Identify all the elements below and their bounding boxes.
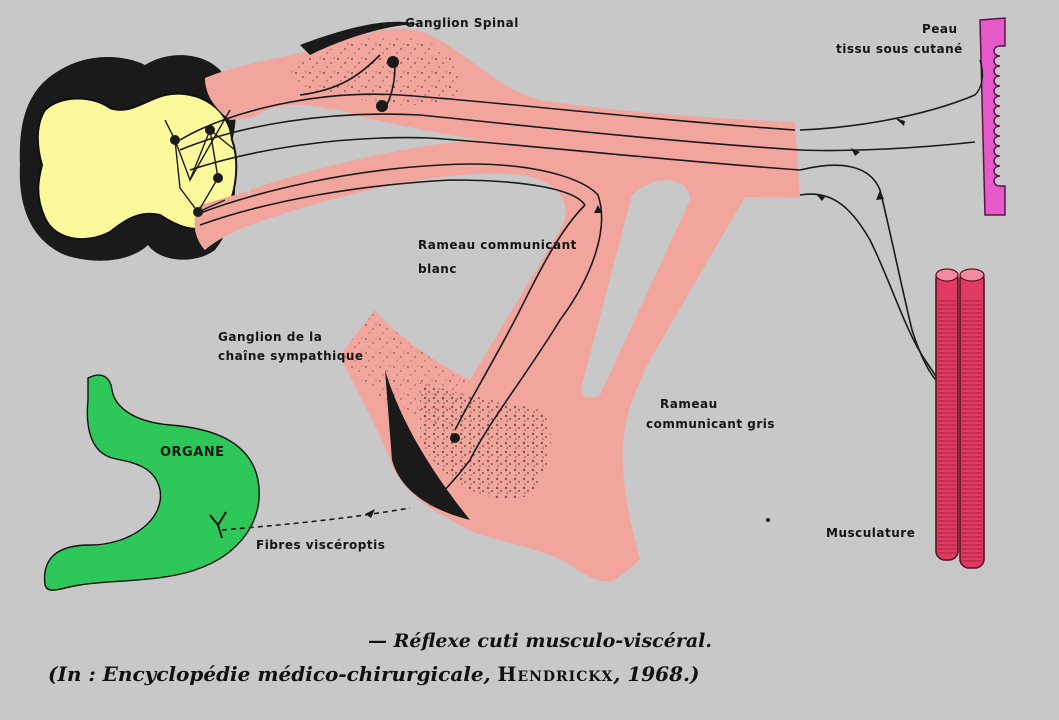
- caption-title: Réflexe cuti musculo-viscéral.: [393, 630, 712, 652]
- caption-year: , 1968.): [613, 662, 700, 686]
- visceral-fiber-arrow: [365, 509, 375, 518]
- fiber-arrows: [594, 118, 905, 213]
- nerve-structure: [194, 21, 801, 582]
- label-rameau-gris-2: communicant gris: [646, 417, 775, 431]
- caption-author: Hendrickx: [497, 662, 614, 686]
- label-ganglion-chaine-2: chaîne sympathique: [218, 349, 364, 363]
- caption-line-2: (In : Encyclopédie médico-chirurgicale, …: [48, 662, 699, 686]
- musculature-fibers: [935, 268, 985, 569]
- label-rameau-blanc-1: Rameau communicant: [418, 238, 577, 252]
- spinal-cord: [19, 55, 238, 261]
- grey-matter-interneurons: [164, 109, 236, 214]
- label-musculature: Musculature: [826, 526, 916, 540]
- organ-shape: [43, 374, 260, 591]
- caption-dash: —: [368, 630, 387, 652]
- skin-tissue: [974, 17, 1006, 216]
- speck-dot: [766, 518, 770, 522]
- label-ganglion-spinal: Ganglion Spinal: [405, 16, 519, 30]
- label-rameau-gris-1: Rameau: [660, 397, 718, 411]
- label-organe: ORGANE: [160, 445, 225, 460]
- visceral-fiber-dashed: [221, 507, 411, 531]
- label-rameau-blanc-2: blanc: [418, 262, 457, 276]
- caption-source: (In : Encyclopédie médico-chirurgicale,: [48, 662, 491, 686]
- label-peau: Peau: [922, 22, 958, 36]
- caption-line-1: — Réflexe cuti musculo-viscéral.: [368, 630, 712, 652]
- label-fibres: Fibres viscéroptis: [256, 538, 386, 552]
- label-ganglion-chaine-1: Ganglion de la: [218, 330, 323, 344]
- label-tissu-sous-cutane: tissu sous cutané: [836, 42, 963, 56]
